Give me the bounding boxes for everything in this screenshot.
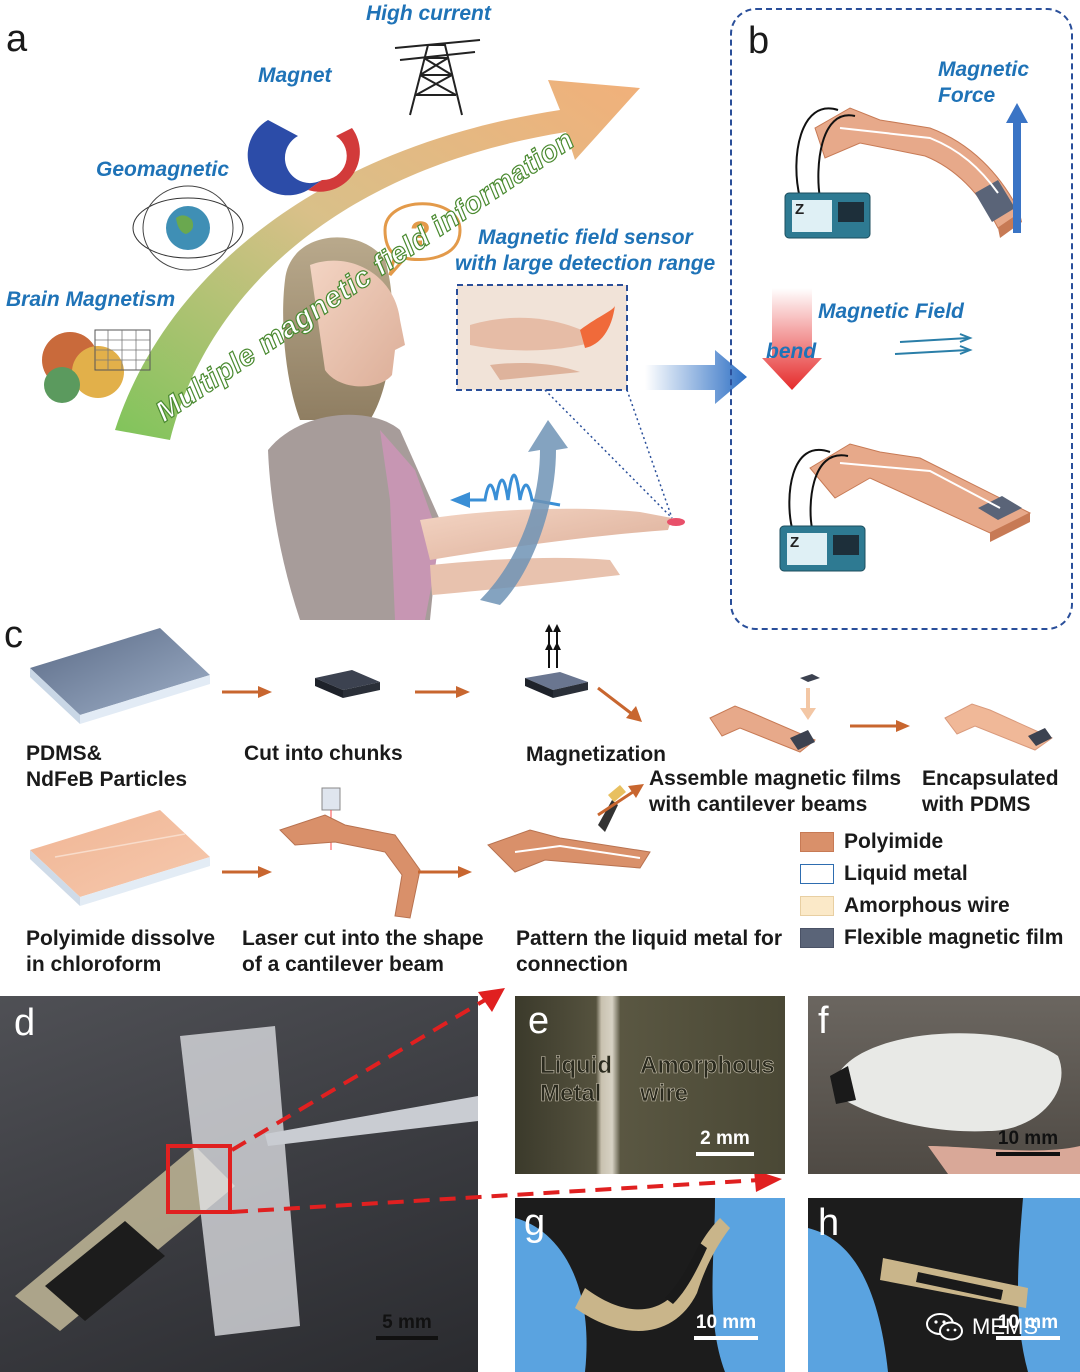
flat-cantilever <box>809 443 1032 534</box>
label-sensor-1: Magnetic field sensor <box>478 226 693 249</box>
step-cut: Cut into chunks <box>244 742 403 765</box>
impedance-analyzer-top <box>784 192 871 239</box>
label-magnetic-field: Magnetic Field <box>818 300 964 323</box>
step-encapsulated: Encapsulated with PDMS <box>922 767 1059 816</box>
panel-label-b: b <box>748 20 770 62</box>
legend-swatch-magnetic-film <box>800 928 834 948</box>
magnetized-chunk <box>525 624 588 698</box>
swing-arrow <box>480 420 568 605</box>
label-brain-magnetism: Brain Magnetism <box>6 288 176 311</box>
step-pattern: Pattern the liquid metal for connection <box>516 927 783 976</box>
step-pdms: PDMS& NdFeB Particles <box>26 742 188 791</box>
photo-f <box>808 996 1080 1174</box>
curved-arrow <box>115 80 640 440</box>
polyimide-slab <box>30 810 210 906</box>
panel-b-frame <box>730 8 1073 630</box>
zoom-box <box>166 1144 232 1214</box>
step-laser: Laser cut into the shape of a cantilever… <box>242 927 484 976</box>
photo-e <box>515 996 785 1174</box>
legend: Polyimide Liquid metal Amorphous wire Fl… <box>800 827 1063 953</box>
impedance-analyzer-bottom <box>779 525 866 572</box>
process-arrows <box>222 686 910 878</box>
magnetic-force-arrow <box>1006 103 1028 233</box>
step-magnetization: Magnetization <box>526 743 666 766</box>
woman-illustration <box>268 237 685 620</box>
photo-d-content <box>15 1026 478 1336</box>
panel-label-g: g <box>524 1202 546 1244</box>
chunk <box>315 670 380 698</box>
scale-g: 10 mm <box>694 1312 758 1340</box>
legend-item-magnetic-film: Flexible magnetic film <box>800 923 1063 953</box>
magnetic-wave <box>455 473 561 507</box>
legend-item-liquid-metal: Liquid metal <box>800 859 1063 889</box>
brain-scan-icon <box>42 329 151 403</box>
photo-d <box>0 996 478 1372</box>
magnetic-field-arrows <box>894 337 969 355</box>
photo-h-content <box>808 1198 1080 1372</box>
wechat-icon <box>926 1313 963 1341</box>
step-polyimide: Polyimide dissolve in chloroform <box>26 927 216 976</box>
step-assemble: Assemble magnetic films with cantilever … <box>649 767 902 816</box>
panel-label-f: f <box>818 1000 829 1042</box>
label-bend: bend <box>766 340 817 363</box>
legend-swatch-liquid-metal <box>800 864 834 884</box>
label-high-current: High current <box>366 2 491 25</box>
panel-label-e: e <box>528 1000 550 1042</box>
label-geomagnetic: Geomagnetic <box>96 158 230 181</box>
photo-f-content <box>830 1033 1080 1174</box>
photo-h <box>808 1198 1080 1372</box>
label-liquid-metal: Liquid Metal <box>540 1052 613 1108</box>
bend-arrow <box>762 288 822 390</box>
panel-label-c: c <box>4 614 23 656</box>
legend-item-amorphous-wire: Amorphous wire <box>800 891 1063 921</box>
magnet-icon <box>247 120 360 196</box>
panel-b-illustration <box>762 103 1032 572</box>
legend-item-polyimide: Polyimide <box>800 827 1063 857</box>
label-magnetic-force-1: Magnetic <box>938 58 1030 81</box>
photo-g <box>515 1198 785 1372</box>
glass-slide <box>180 1026 300 1336</box>
panel-c-illustration <box>30 624 1054 919</box>
scale-e: 2 mm <box>696 1128 754 1156</box>
pdms-slab <box>30 628 210 724</box>
scale-h: 10 mm <box>996 1312 1060 1340</box>
legend-swatch-amorphous-wire <box>800 896 834 916</box>
question-mark: ? <box>410 215 431 253</box>
photo-g-content <box>515 1198 785 1372</box>
pattern-beam <box>487 785 651 873</box>
scale-f: 10 mm <box>996 1128 1060 1156</box>
watermark: MEMS <box>926 1312 1038 1342</box>
speech-bubble-icon <box>383 202 462 276</box>
assembly-beam <box>709 705 816 753</box>
laser-cut-beam <box>279 787 421 919</box>
label-magnetic-force-2: Force <box>938 84 996 107</box>
analyzer-z-top: Z <box>795 201 805 218</box>
geomagnetic-globe-icon <box>132 185 244 271</box>
zoom-arrows <box>230 988 782 1214</box>
panel-label-h: h <box>818 1202 840 1244</box>
tweezers <box>265 1096 478 1146</box>
label-magnet: Magnet <box>258 64 332 87</box>
power-tower-icon <box>394 39 481 116</box>
scale-d: 5 mm <box>376 1312 438 1340</box>
legend-swatch-polyimide <box>800 832 834 852</box>
analyzer-z-bottom: Z <box>790 534 800 551</box>
panel-label-a: a <box>6 18 28 60</box>
label-amorphous-wire: Amorphous wire <box>640 1052 775 1108</box>
panel-label-d: d <box>14 1002 36 1044</box>
panel-a-illustration: ? <box>42 39 747 620</box>
label-sensor-2: with large detection range <box>455 252 716 275</box>
transfer-arrow <box>645 350 747 404</box>
encapsulated-beam <box>944 703 1054 751</box>
